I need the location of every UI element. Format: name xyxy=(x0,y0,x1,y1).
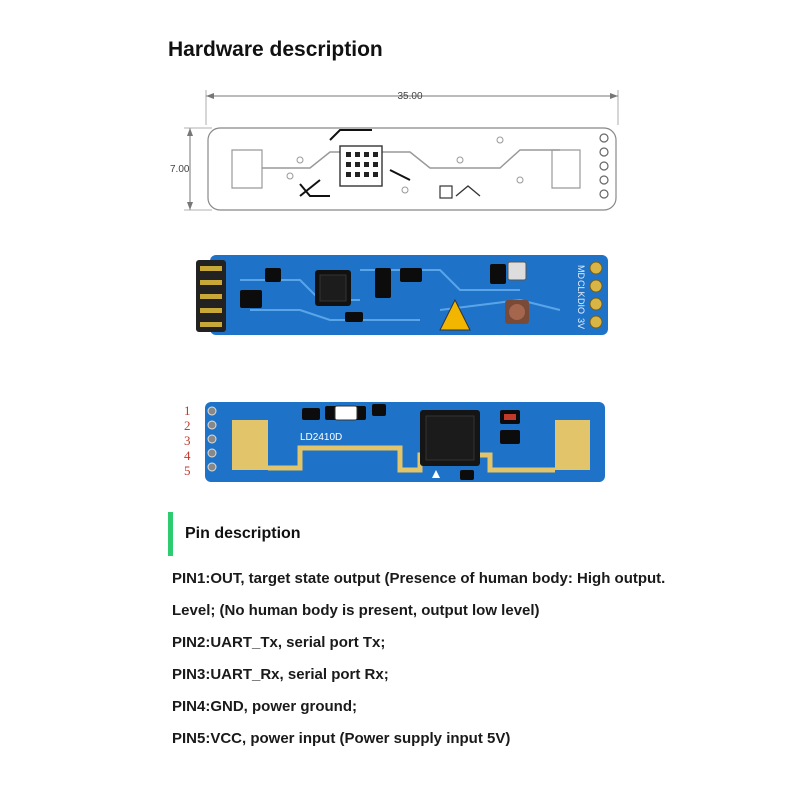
pin-line: PIN1:OUT, target state output (Presence … xyxy=(172,570,666,587)
silk-label-clk: CLK xyxy=(576,280,586,298)
board-model-label: LD2410D xyxy=(300,432,342,443)
silk-label-md: MD xyxy=(576,265,586,279)
pin-line: PIN3:UART_Rx, serial port Rx; xyxy=(172,666,389,683)
pin-line: PIN4:GND, power ground; xyxy=(172,698,357,715)
dimension-drawing: 35.00 7.00 xyxy=(170,90,619,211)
pin-line: PIN5:VCC, power input (Power supply inpu… xyxy=(172,730,511,747)
pin-number-4: 4 xyxy=(184,448,191,463)
height-dimension-label: 7.00 xyxy=(170,164,190,175)
silk-label-3v: 3V xyxy=(576,318,586,329)
pin-description-header: Pin description xyxy=(168,512,301,556)
board-photo-back: MD CLK DIO 3V xyxy=(196,255,608,335)
pin-number-5: 5 xyxy=(184,463,191,478)
board-photo-front: LD2410D 1 2 3 4 5 xyxy=(184,402,605,482)
pin-line: PIN2:UART_Tx, serial port Tx; xyxy=(172,634,386,651)
width-dimension-label: 35.00 xyxy=(397,91,422,102)
pin-number-2: 2 xyxy=(184,418,191,433)
silk-label-dio: DIO xyxy=(576,298,586,314)
pin-description-list: PIN1:OUT, target state output (Presence … xyxy=(172,566,792,758)
pin-number-1: 1 xyxy=(184,403,191,418)
pin-description-heading: Pin description xyxy=(185,525,301,542)
pin-number-3: 3 xyxy=(184,433,191,448)
accent-bar xyxy=(168,512,173,556)
page-title: Hardware description xyxy=(168,38,383,61)
pin-line: Level; (No human body is present, output… xyxy=(172,602,540,619)
